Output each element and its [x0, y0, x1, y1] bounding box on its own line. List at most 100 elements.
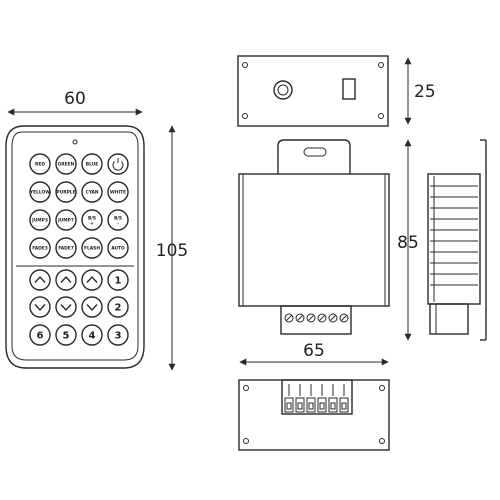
controller-height-dimension: 85 — [397, 139, 419, 341]
remote-button[interactable]: YELLOW — [29, 181, 51, 203]
controller-depth-label: 25 — [414, 82, 436, 102]
terminal-connector-icon — [295, 384, 305, 413]
remote-button-label: WHITE — [110, 190, 126, 196]
remote-zone-button[interactable]: 6 — [29, 324, 51, 346]
remote-zone-button[interactable]: 2 — [107, 296, 129, 318]
controller-front-view — [238, 139, 390, 335]
remote-body-outline — [5, 125, 145, 369]
remote-zone-label: 1 — [115, 276, 122, 287]
controller-bottom-view — [238, 379, 390, 451]
remote-zone-button[interactable]: 1 — [107, 269, 129, 291]
remote-button[interactable] — [107, 153, 129, 175]
remote-control: RED GREEN BLUE YELLOW PURPLE CYAN WHITE JUMP3 JU… — [5, 125, 145, 369]
mount-hole-icon — [379, 438, 385, 444]
remote-button-label: AUTO — [111, 246, 125, 252]
mounting-slot — [303, 147, 327, 157]
remote-width-dimension: 60 — [7, 89, 143, 116]
remote-button[interactable]: FADE7 — [55, 237, 77, 259]
remote-button-label: GREEN — [58, 162, 75, 168]
remote-button[interactable]: BLUE — [81, 153, 103, 175]
remote-button-label: PURPLE — [56, 190, 75, 196]
remote-button[interactable]: B/S+ — [81, 209, 103, 231]
remote-button-label: B/S+ — [88, 216, 96, 228]
remote-button[interactable]: GREEN — [55, 153, 77, 175]
remote-zone-label: 2 — [115, 303, 122, 314]
remote-zone-button[interactable]: 4 — [81, 324, 103, 346]
mount-hole-icon — [242, 62, 248, 68]
remote-height-dimension: 105 — [156, 125, 188, 371]
remote-zone-label: 6 — [37, 331, 44, 342]
remote-zone-button[interactable] — [29, 269, 51, 291]
mount-hole-icon — [243, 438, 249, 444]
terminal-screw-icon — [284, 313, 294, 323]
chevron-up-icon — [86, 275, 98, 283]
bottom-view-outline — [238, 379, 390, 451]
indicator-window — [342, 78, 356, 100]
chevron-up-icon — [60, 275, 72, 283]
remote-zone-button[interactable] — [81, 269, 103, 291]
terminal-screw-icon — [339, 313, 349, 323]
terminal-connector-icon — [328, 384, 338, 413]
mount-hole-icon — [379, 385, 385, 391]
controller-height-label: 85 — [397, 233, 419, 253]
terminal-connector-icon — [284, 384, 294, 413]
remote-button-label: YELLOW — [29, 190, 50, 196]
remote-button-grid: RED GREEN BLUE YELLOW PURPLE CYAN WHITE JUMP3 JU… — [29, 153, 129, 346]
terminal-screws — [284, 313, 349, 323]
terminal-block — [280, 305, 352, 335]
remote-button[interactable]: AUTO — [107, 237, 129, 259]
remote-button[interactable]: FLASH — [81, 237, 103, 259]
remote-button-label: B/S- — [114, 216, 122, 228]
chevron-down-icon — [60, 304, 72, 312]
remote-button[interactable]: B/S- — [107, 209, 129, 231]
mount-hole-icon — [378, 62, 384, 68]
chevron-up-icon — [34, 275, 46, 283]
remote-button-label: BLUE — [86, 162, 99, 168]
heatsink-fins — [430, 176, 478, 302]
remote-zone-button[interactable]: 5 — [55, 324, 77, 346]
bottom-terminal-housing — [281, 379, 353, 415]
terminal-connector-icon — [339, 384, 349, 413]
remote-button[interactable]: JUMP7 — [55, 209, 77, 231]
controller-depth-dimension: 25 — [404, 57, 436, 125]
remote-zone-button[interactable]: 3 — [107, 324, 129, 346]
remote-zone-button[interactable] — [81, 296, 103, 318]
terminal-connector-icon — [317, 384, 327, 413]
chevron-down-icon — [34, 304, 46, 312]
controller-width-dimension: 65 — [239, 341, 389, 366]
controller-width-label: 65 — [303, 341, 325, 361]
remote-indicator-led — [72, 139, 78, 145]
remote-zone-button[interactable] — [55, 269, 77, 291]
remote-button[interactable]: PURPLE — [55, 181, 77, 203]
side-terminal-block — [429, 303, 469, 335]
power-icon — [112, 158, 124, 171]
remote-button[interactable]: JUMP3 — [29, 209, 51, 231]
terminal-connector-icon — [306, 384, 316, 413]
mount-hole-icon — [242, 113, 248, 119]
remote-button-label: JUMP3 — [31, 218, 48, 224]
remote-button[interactable]: RED — [29, 153, 51, 175]
terminal-screw-icon — [328, 313, 338, 323]
remote-zone-label: 3 — [115, 331, 122, 342]
remote-button[interactable]: CYAN — [81, 181, 103, 203]
top-view-outline — [237, 55, 389, 127]
terminal-screw-icon — [306, 313, 316, 323]
remote-button[interactable]: FADE3 — [29, 237, 51, 259]
terminal-screw-icon — [295, 313, 305, 323]
remote-body-inner-outline — [11, 131, 139, 361]
mount-hole-icon — [378, 113, 384, 119]
bottom-terminal-connectors — [281, 379, 353, 415]
controller-top-view — [237, 55, 389, 127]
remote-button-label: JUMP7 — [57, 218, 74, 224]
mount-hole-icon — [243, 385, 249, 391]
remote-button[interactable]: WHITE — [107, 181, 129, 203]
remote-zone-button[interactable] — [29, 296, 51, 318]
remote-width-label: 60 — [64, 89, 86, 109]
receiver-sensor-icon — [273, 80, 293, 100]
controller-housing — [238, 173, 390, 307]
controller-side-view — [427, 139, 487, 341]
remote-zone-button[interactable] — [55, 296, 77, 318]
chevron-down-icon — [86, 304, 98, 312]
mounting-tab — [277, 139, 351, 174]
